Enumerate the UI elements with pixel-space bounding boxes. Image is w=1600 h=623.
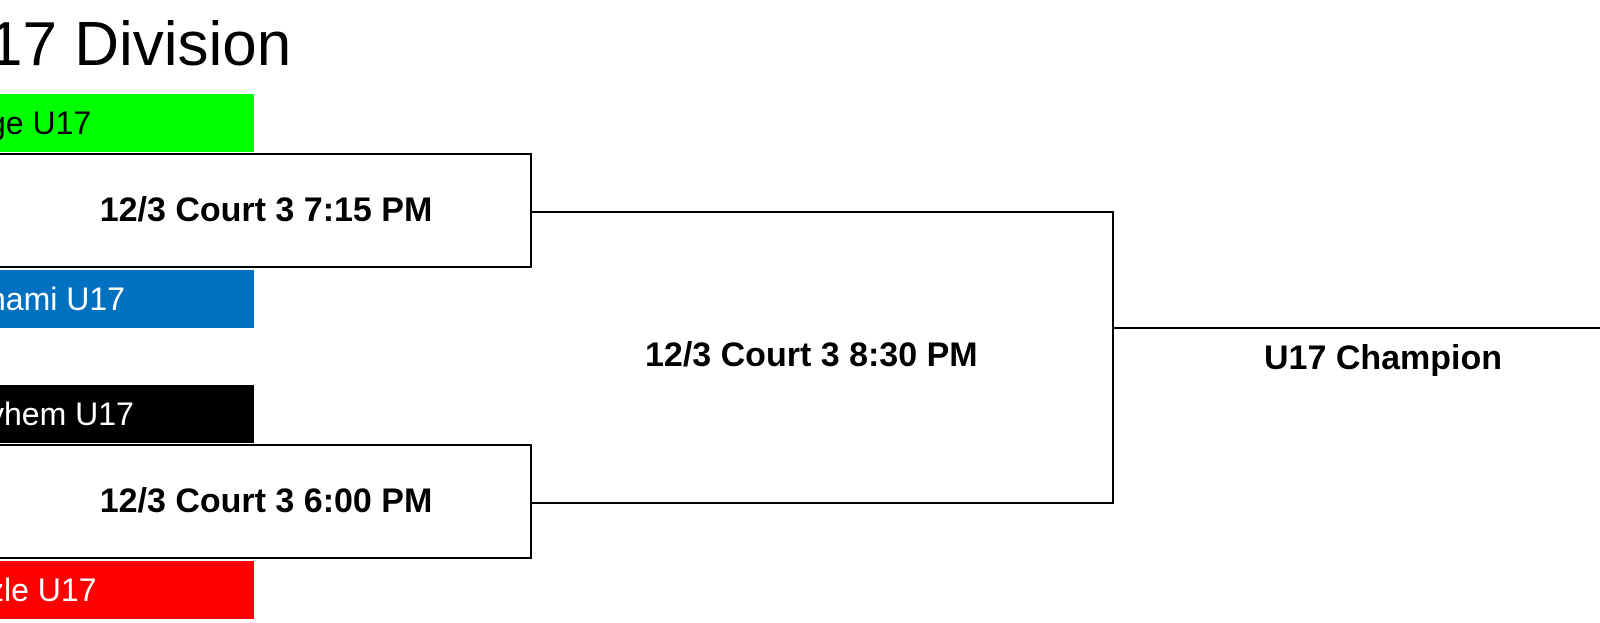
team-name: yhem U17 [0, 395, 134, 432]
team-name: ge U17 [0, 104, 92, 141]
game-label: 12/3 Court 3 7:15 PM [99, 191, 433, 229]
semifinal-game-2: 12/3 Court 3 6:00 PM [0, 444, 532, 559]
bracket-connector [1112, 211, 1114, 504]
final-game-label: 12/3 Court 3 8:30 PM [645, 336, 978, 374]
team-name: zle U17 [0, 571, 97, 608]
champion-label: U17 Champion [1264, 339, 1503, 377]
bracket-line-upper [532, 211, 1114, 213]
bracket-line-final [1112, 327, 1600, 329]
game-label: 12/3 Court 3 6:00 PM [99, 482, 433, 520]
team-slot-2: nami U17 [0, 270, 254, 328]
bracket-line-lower [532, 502, 1114, 504]
division-title: 17 Division [0, 10, 292, 79]
team-slot-1: ge U17 [0, 94, 254, 152]
team-name: nami U17 [0, 280, 125, 317]
team-slot-3: yhem U17 [0, 385, 254, 443]
team-slot-4: zle U17 [0, 561, 254, 619]
semifinal-game-1: 12/3 Court 3 7:15 PM [0, 153, 532, 268]
